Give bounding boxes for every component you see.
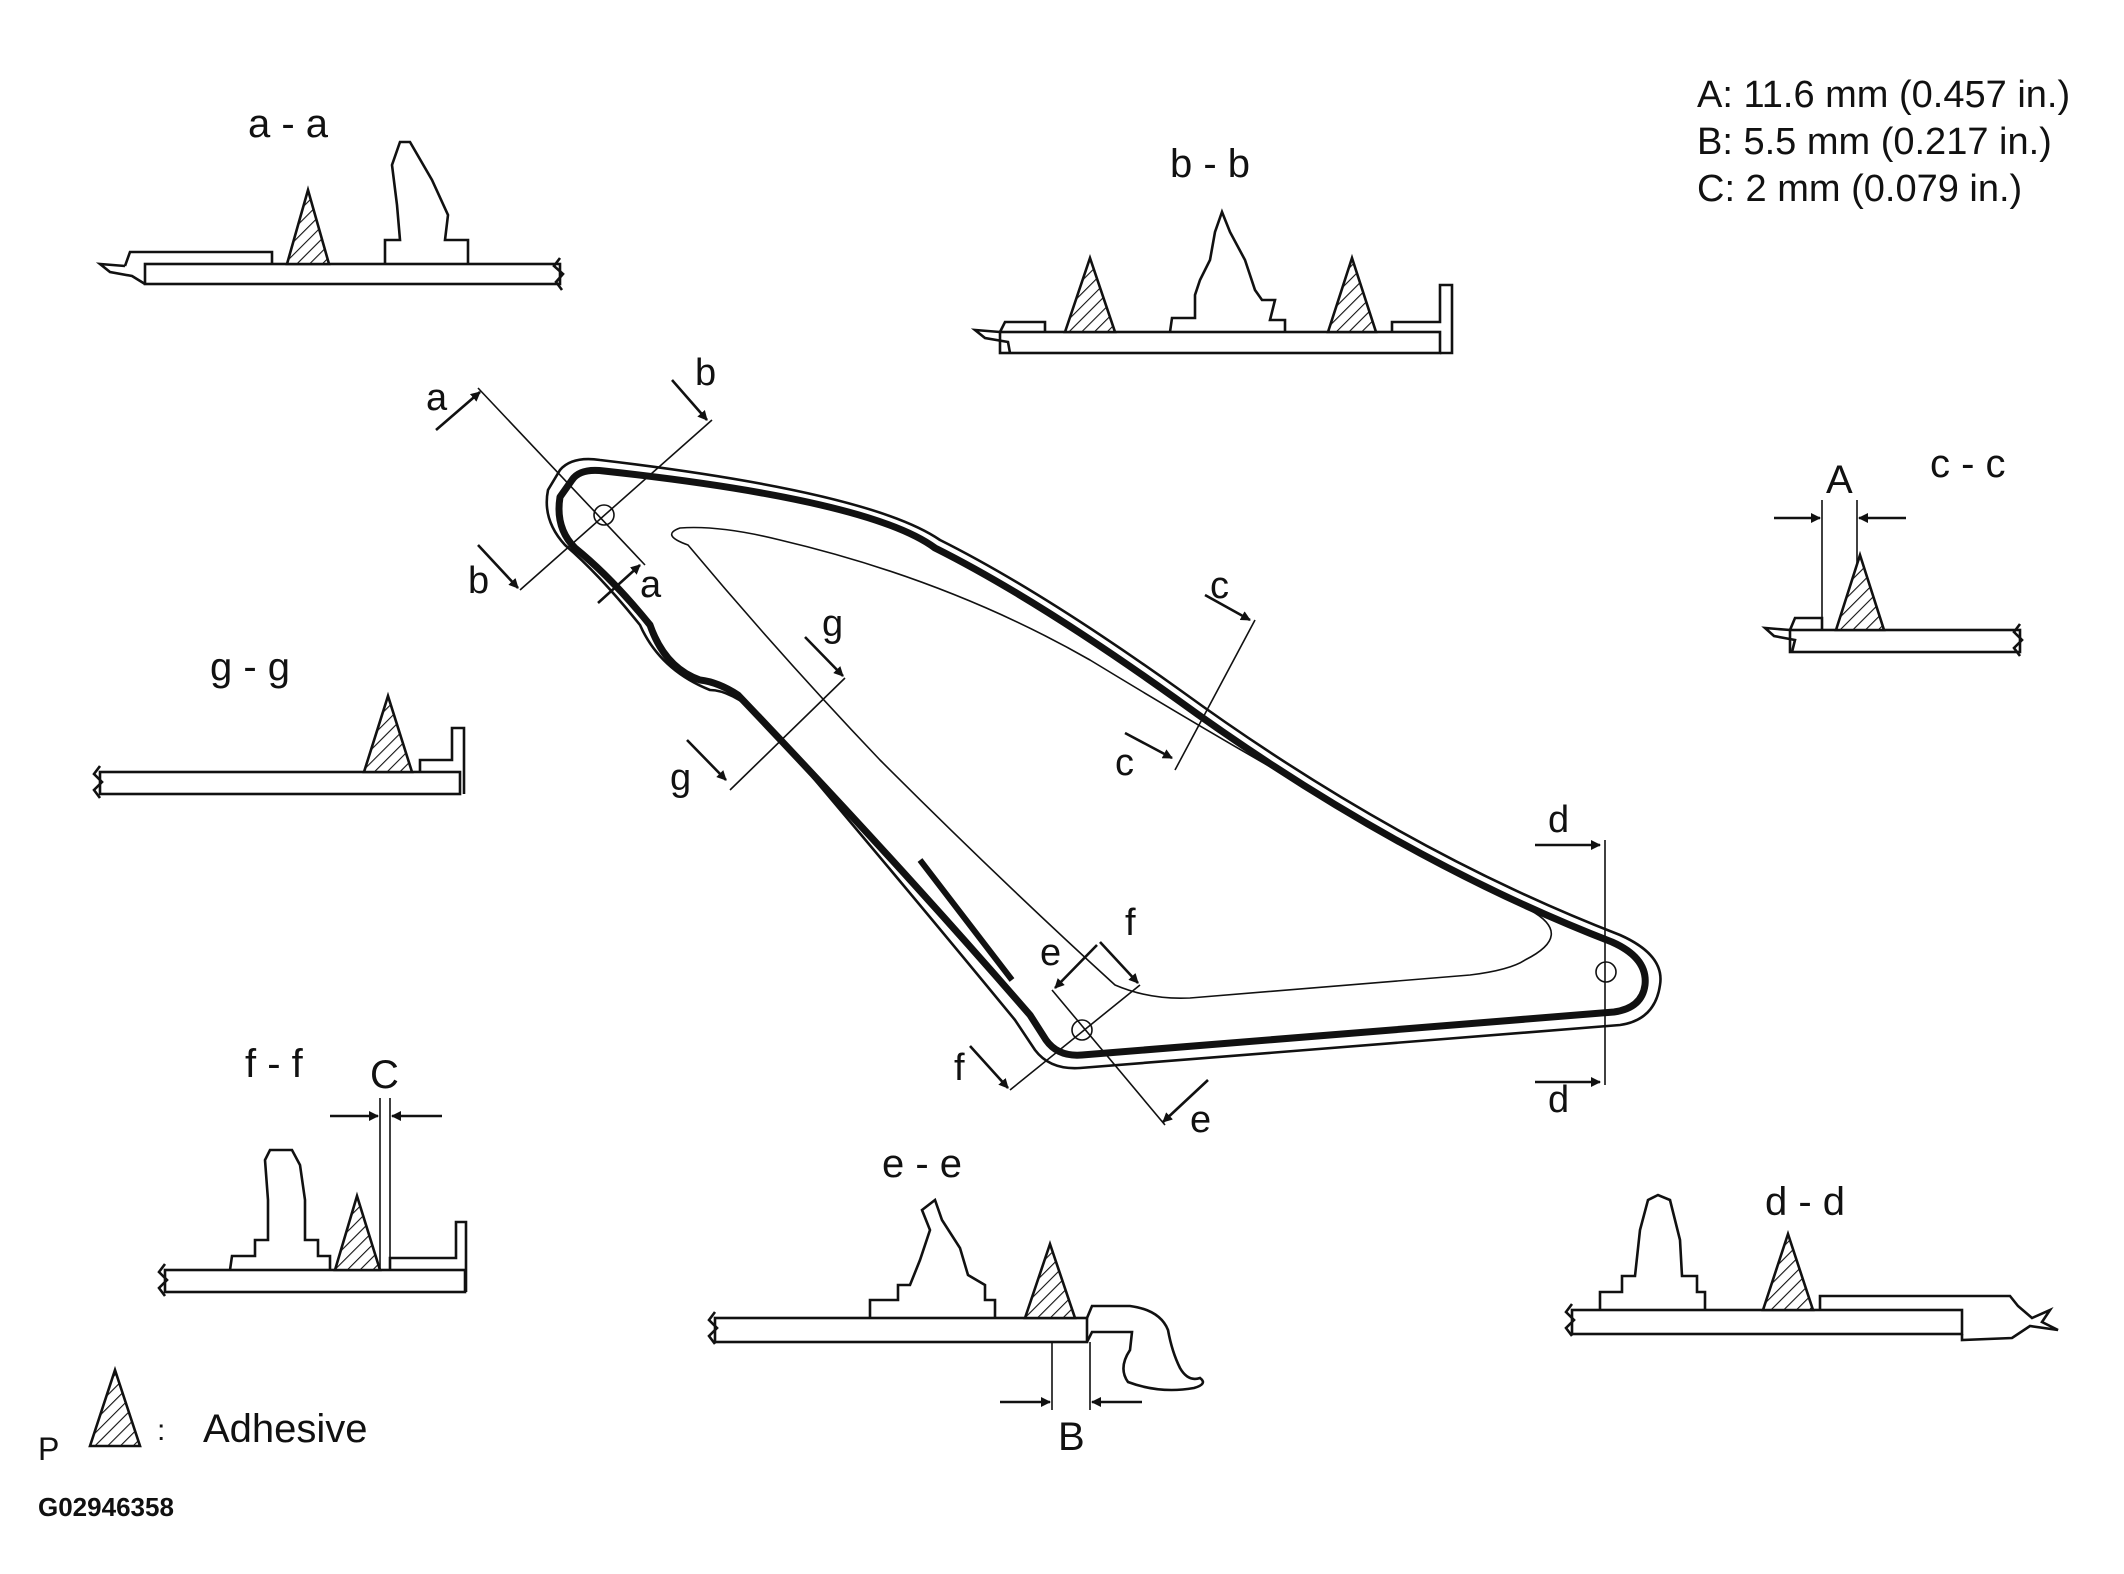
clip: [1168, 208, 1287, 333]
glass-pane: [143, 262, 562, 286]
cut-arrow-g-bottom: [686, 739, 727, 781]
section-title-bb: b - b: [1170, 142, 1250, 186]
break-mark: [2012, 623, 2024, 657]
clip: [1598, 1193, 1707, 1310]
cut-arrow-g-top: [804, 636, 844, 677]
glass-pane: [98, 770, 462, 796]
legend-colon: :: [157, 1414, 165, 1447]
glass-pane: [998, 330, 1442, 355]
legend-label: Adhesive: [203, 1407, 368, 1451]
cut-label-e-top: e: [1040, 932, 1061, 974]
clip: [868, 1197, 997, 1318]
cut-label-a-top: a: [426, 377, 448, 419]
adhesive-bead-left: [1063, 253, 1117, 334]
molding: [418, 726, 466, 794]
spec-a: A: 11.6 mm (0.457 in.): [1697, 74, 2070, 116]
cut-label-d-bottom: d: [1548, 1079, 1569, 1121]
molding: [1085, 1304, 1205, 1392]
section-title-ee: e - e: [882, 1142, 962, 1186]
dimension-label-a: A: [1826, 458, 1853, 502]
dimension-specs: A: 11.6 mm (0.457 in.) B: 5.5 mm (0.217 …: [1697, 74, 2070, 210]
adhesive-legend: P : Adhesive: [38, 1365, 368, 1467]
cut-line-g: [729, 677, 846, 791]
break-mark: [552, 257, 565, 291]
glass-pane: [1788, 628, 2022, 654]
cut-arrow-b-bottom: [477, 544, 519, 589]
clip-hole-lower: [1071, 1019, 1093, 1041]
quarter-glass-outline: [545, 457, 1662, 1070]
adhesive-legend-icon: [88, 1365, 142, 1448]
cut-arrow-a-bottom: [597, 564, 641, 604]
spec-b: B: 5.5 mm (0.217 in.): [1697, 121, 2052, 163]
cut-arrow-f-top: [1099, 941, 1139, 984]
section-title-dd: d - d: [1765, 1180, 1845, 1224]
dimension-label-c: C: [370, 1053, 399, 1097]
cut-line-c: [1174, 619, 1256, 771]
cut-label-g-top: g: [822, 603, 843, 645]
cut-line-f: [1009, 984, 1141, 1091]
section-title-gg: g - g: [210, 645, 290, 689]
cut-arrow-e-bottom: [1162, 1079, 1209, 1123]
clip: [383, 140, 470, 264]
adhesive-bead-right: [1326, 253, 1378, 334]
break-mark: [1564, 1303, 1576, 1337]
figure-id: G02946358: [38, 1492, 174, 1522]
cut-arrow-c-top: [1204, 593, 1251, 622]
clip: [228, 1148, 332, 1271]
molding: [1818, 1294, 2059, 1342]
section-view-gg: g - g: [92, 645, 466, 799]
section-view-ff: f - f C: [157, 1042, 468, 1297]
glass-pane: [1570, 1308, 1964, 1336]
adhesive-bead: [362, 691, 414, 774]
cut-line-b: [519, 419, 713, 591]
break-mark: [157, 1263, 169, 1297]
cut-label-b-bottom: b: [468, 560, 489, 602]
cut-arrow-a-top: [435, 391, 481, 431]
break-mark: [92, 765, 104, 799]
dimension-label-b: B: [1058, 1415, 1085, 1459]
legend-prefix: P: [38, 1431, 59, 1467]
section-view-aa: a - a: [95, 102, 565, 291]
adhesive-bead: [1023, 1239, 1077, 1320]
cut-label-g-bottom: g: [670, 757, 691, 799]
molding: [388, 1220, 468, 1292]
molding: [1761, 616, 1824, 653]
break-mark: [707, 1311, 719, 1345]
cut-label-d-top: d: [1548, 799, 1569, 841]
glass-pane: [713, 1316, 1089, 1344]
cut-label-f-bottom: f: [954, 1047, 965, 1089]
cut-line-a: [477, 387, 646, 566]
adhesive-bead: [1834, 550, 1886, 632]
cut-arrow-c-bottom: [1124, 731, 1173, 760]
section-cut-lines: a a b b c c d d e e f f g: [426, 352, 1606, 1141]
cut-label-e-bottom: e: [1190, 1099, 1211, 1141]
cut-label-f-top: f: [1125, 902, 1136, 944]
glass-pane: [163, 1268, 467, 1294]
adhesive-bead: [1761, 1229, 1815, 1312]
section-title-ff: f - f: [245, 1042, 304, 1086]
cut-label-c-top: c: [1210, 565, 1229, 607]
adhesive-bead: [285, 185, 331, 266]
spec-c: C: 2 mm (0.079 in.): [1697, 168, 2022, 210]
cut-label-b-top: b: [695, 352, 716, 394]
molding: [1390, 283, 1454, 355]
cut-arrow-f-bottom: [969, 1045, 1009, 1089]
section-title-cc: c - c: [1930, 442, 2006, 486]
clip-hole-rear: [1595, 961, 1617, 983]
molding: [970, 320, 1047, 354]
clip-hole-upper: [593, 504, 615, 526]
molding: [95, 250, 274, 286]
section-view-dd: d - d: [1564, 1180, 2059, 1342]
section-title-aa: a - a: [248, 102, 329, 146]
adhesive-bead: [333, 1191, 382, 1272]
cut-label-c-bottom: c: [1115, 742, 1134, 784]
section-view-ee: e - e B: [707, 1142, 1205, 1459]
cut-arrow-e-top: [1054, 944, 1098, 989]
cut-line-e: [1051, 989, 1166, 1126]
section-view-bb: b - b: [970, 142, 1454, 355]
cut-arrow-b-top: [671, 379, 708, 421]
cut-label-a-bottom: a: [640, 564, 662, 606]
section-view-cc: c - c A: [1761, 442, 2024, 657]
